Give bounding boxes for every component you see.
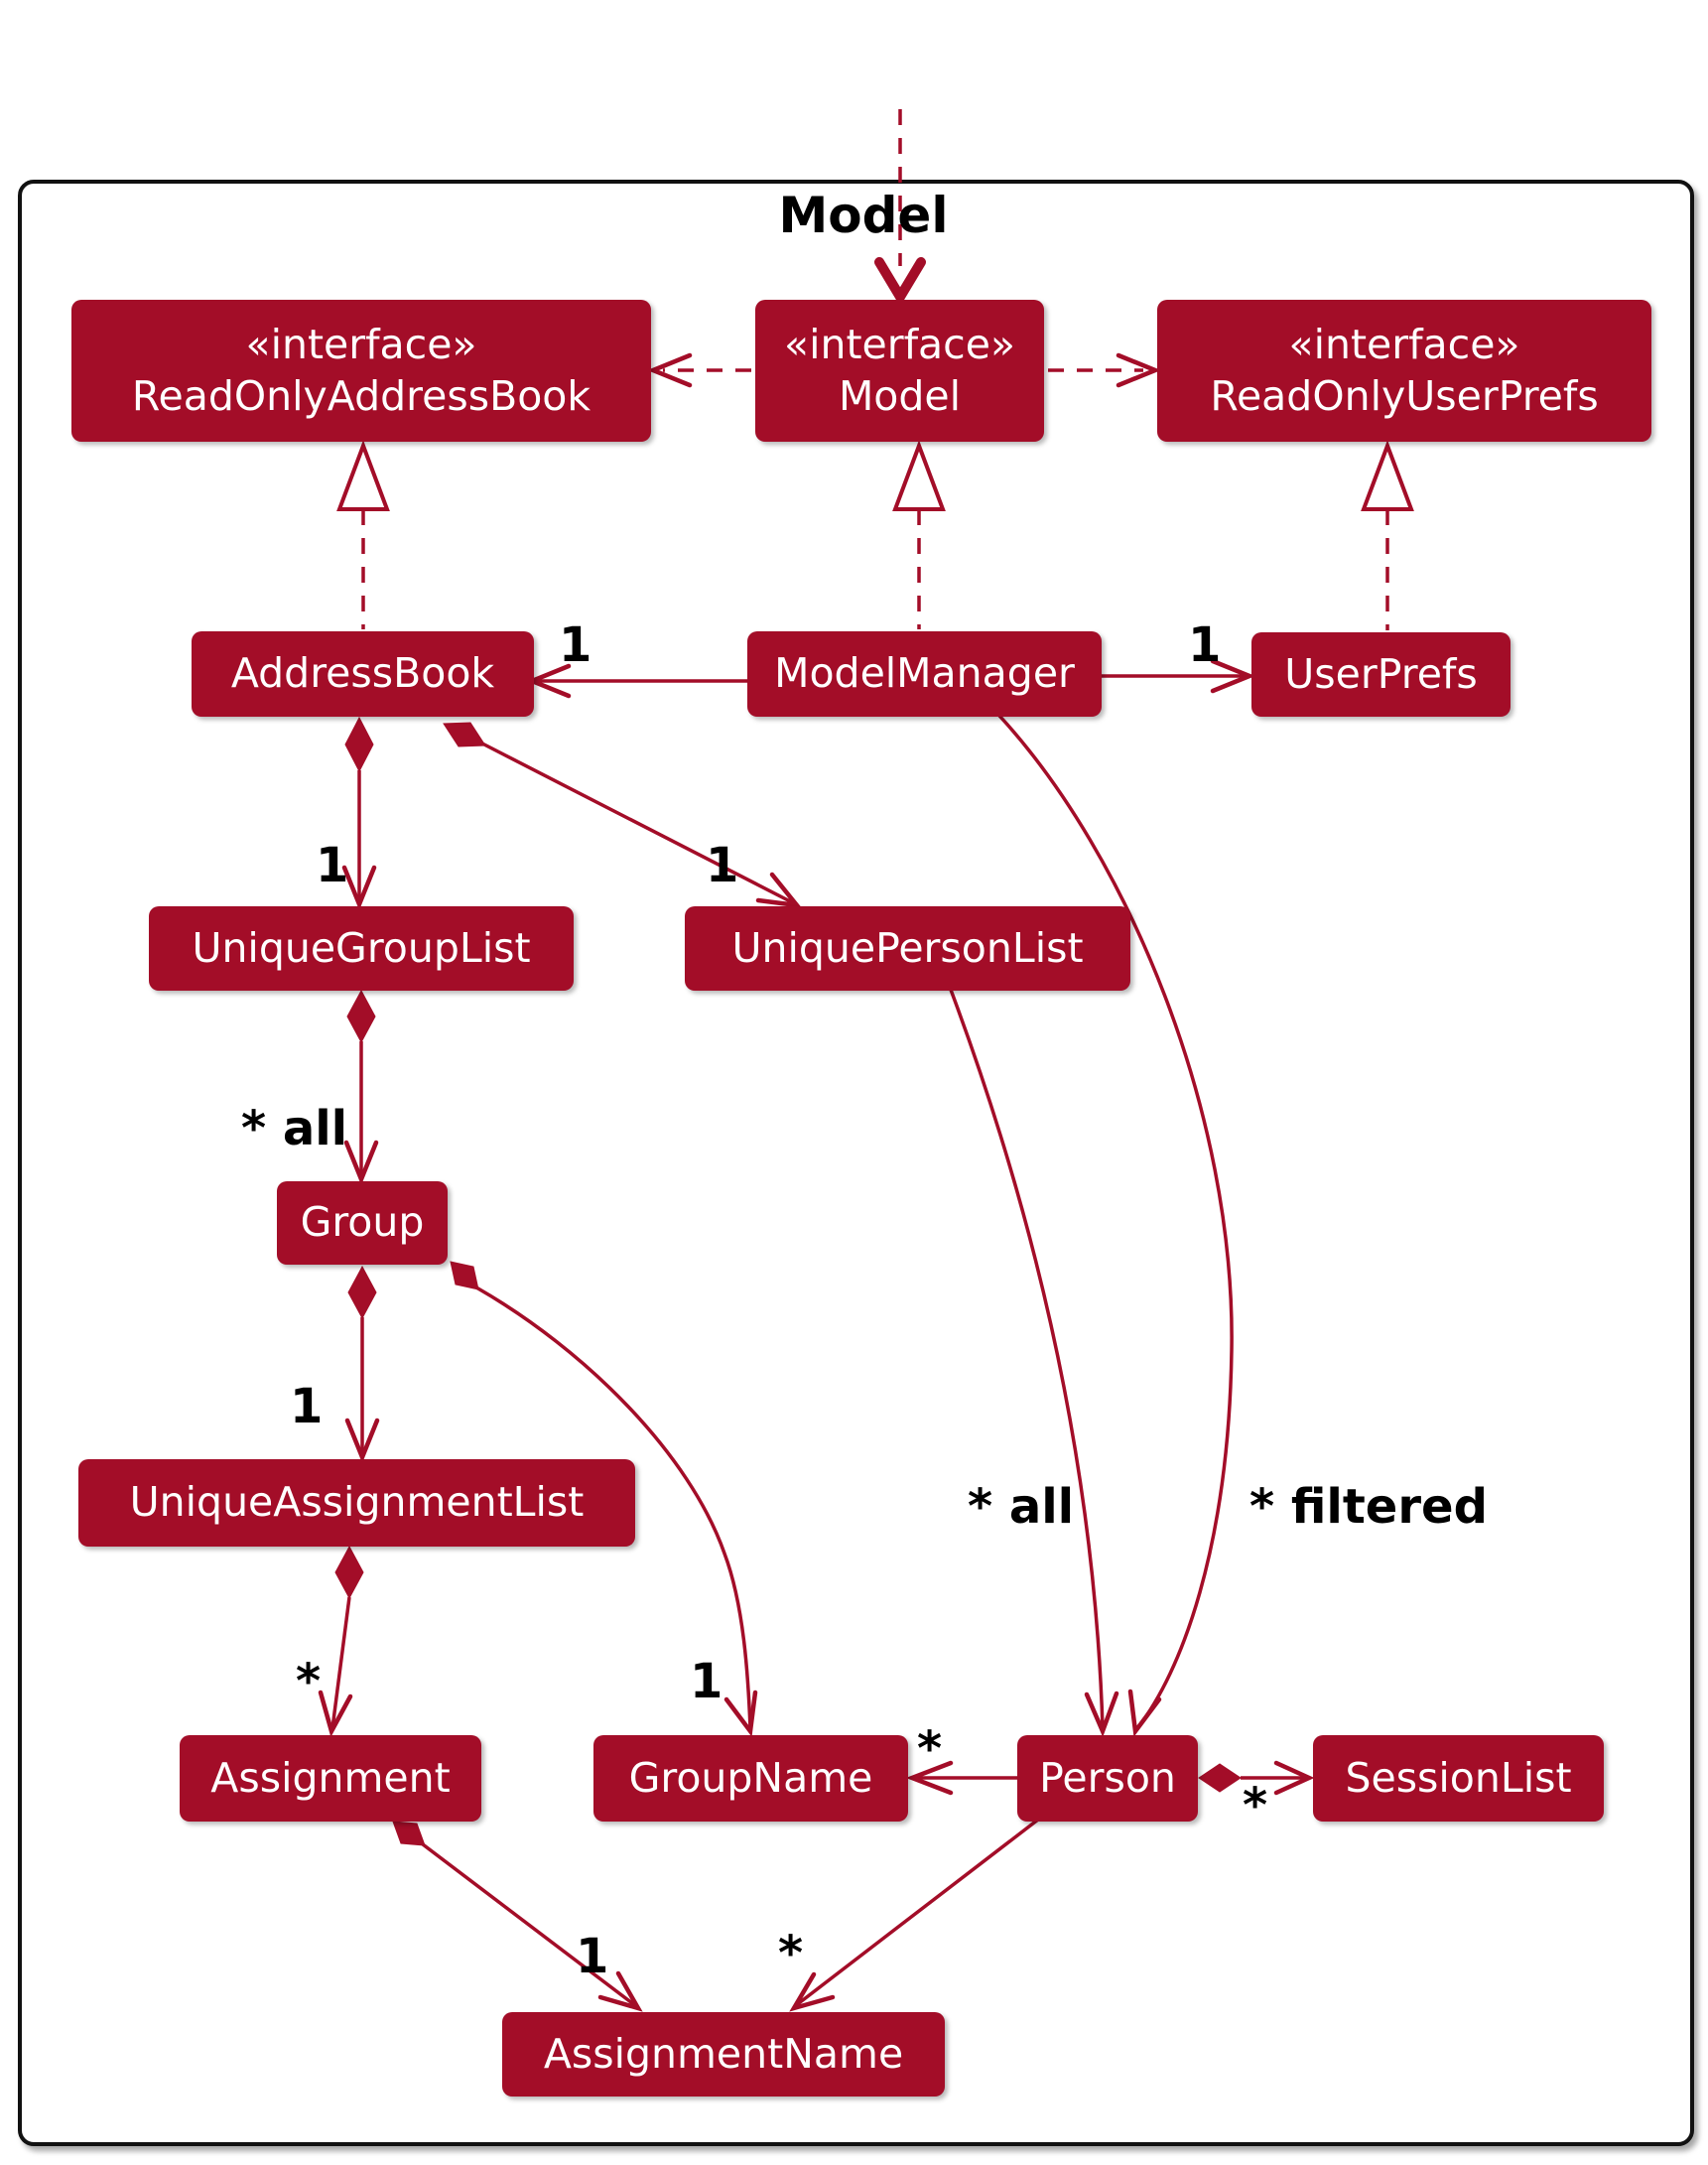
class-node-uniquepersonlist: UniquePersonList [685, 906, 1130, 991]
edge-addressbook-uniquepersonlist [443, 722, 803, 908]
class-node-userprefs: UserPrefs [1251, 632, 1511, 717]
frame-title: Model [778, 187, 949, 244]
class-node-group: Group [277, 1181, 448, 1265]
class-name: SessionList [1345, 1753, 1572, 1802]
edge-uniquepersonlist-person [949, 989, 1119, 1738]
class-node-addressbook: AddressBook [192, 631, 534, 717]
edge-assignment-assignmentname [392, 1821, 643, 2012]
class-name: GroupName [628, 1753, 873, 1802]
edge-uniquegrouplist-group [343, 989, 379, 1185]
class-node-model-interface: «interface» Model [755, 300, 1044, 442]
edge-model-to-readonlyuserprefs [1048, 352, 1161, 388]
class-name: UserPrefs [1284, 649, 1478, 698]
multiplicity-modelmanager-userprefs: 1 [1188, 617, 1222, 673]
multiplicity-group-uniqueassignmentlist: 1 [290, 1379, 324, 1434]
edge-person-groupname [905, 1760, 1017, 1796]
multiplicity-assignment-assignmentname: 1 [576, 1929, 609, 1984]
multiplicity-modelmanager-person: * filtered [1249, 1479, 1488, 1535]
class-name: UniqueGroupList [192, 923, 531, 972]
multiplicity-person-sessionlist: * [1243, 1778, 1268, 1833]
edge-uniqueassignmentlist-assignment [318, 1545, 364, 1737]
multiplicity-uniquepersonlist-person: * all [968, 1479, 1075, 1535]
multiplicity-person-assignmentname: * [778, 1926, 804, 1981]
class-node-groupname: GroupName [593, 1735, 908, 1822]
class-name: ReadOnlyUserPrefs [1210, 371, 1599, 420]
stereotype-label: «interface» [783, 320, 1016, 368]
edge-person-assignmentname [789, 1818, 1040, 2012]
multiplicity-addressbook-uniquepersonlist: 1 [706, 838, 739, 893]
class-node-assignment: Assignment [180, 1735, 481, 1822]
class-node-person: Person [1017, 1735, 1198, 1822]
edge-person-sessionlist [1198, 1760, 1315, 1796]
class-node-sessionlist: SessionList [1313, 1735, 1604, 1822]
class-name: Assignment [210, 1753, 451, 1802]
edge-group-uniqueassignmentlist [344, 1265, 380, 1463]
class-node-uniquegrouplist: UniqueGroupList [149, 906, 574, 991]
class-node-modelmanager: ModelManager [747, 631, 1102, 717]
class-name: Person [1039, 1753, 1176, 1802]
multiplicity-uniqueassignmentlist-assignment: * [296, 1654, 322, 1709]
class-name: UniqueAssignmentList [129, 1478, 585, 1527]
edge-addressbook-realizes-readonlyaddressbook [336, 440, 390, 629]
class-node-assignmentname: AssignmentName [502, 2012, 945, 2097]
edge-external-to-model-interface [874, 109, 926, 307]
edge-userprefs-realizes-readonlyuserprefs [1361, 440, 1414, 630]
stereotype-label: «interface» [1288, 320, 1520, 368]
class-name: AddressBook [230, 649, 495, 698]
multiplicity-uniquegrouplist-group: * all [241, 1101, 348, 1156]
class-name: Group [300, 1198, 425, 1247]
class-name: UniquePersonList [731, 923, 1084, 972]
class-node-readonlyuserprefs: «interface» ReadOnlyUserPrefs [1157, 300, 1651, 442]
class-node-readonlyaddressbook: «interface» ReadOnlyAddressBook [71, 300, 651, 442]
class-name: ReadOnlyAddressBook [131, 371, 591, 420]
edge-modelmanager-realizes-model [892, 440, 946, 629]
edge-model-to-readonlyaddressbook [647, 352, 751, 388]
multiplicity-modelmanager-addressbook: 1 [559, 617, 592, 673]
class-name: AssignmentName [543, 2029, 904, 2078]
multiplicity-person-groupname: * [917, 1721, 943, 1777]
multiplicity-addressbook-uniquegrouplist: 1 [316, 838, 349, 893]
multiplicity-group-groupname: 1 [690, 1654, 723, 1709]
edge-group-groupname [450, 1261, 758, 1737]
stereotype-label: «interface» [245, 320, 477, 368]
class-node-uniqueassignmentlist: UniqueAssignmentList [78, 1459, 635, 1547]
edge-modelmanager-person [997, 714, 1234, 1737]
class-name: ModelManager [774, 649, 1075, 698]
class-name: Model [838, 371, 962, 420]
edge-modelmanager-userprefs [1102, 658, 1255, 694]
edge-addressbook-uniquegrouplist [341, 716, 377, 910]
